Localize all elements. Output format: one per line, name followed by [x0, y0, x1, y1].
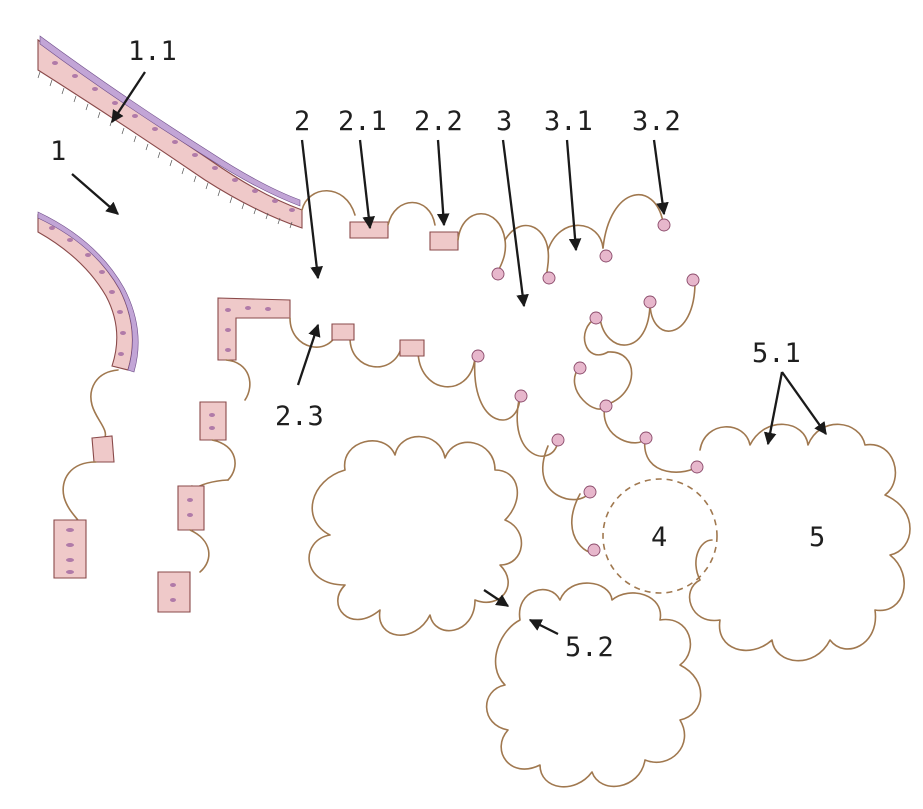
arrow-2-1	[360, 140, 370, 228]
arrow-3	[503, 140, 524, 306]
label-1: 1	[50, 136, 66, 167]
arrow-5-2b	[530, 620, 558, 634]
alveolar-sac-lower	[487, 583, 701, 787]
label-2-1: 2.1	[338, 106, 387, 137]
arrow-2-2	[438, 140, 444, 225]
label-1-1: 1.1	[128, 36, 177, 67]
arrow-2-3	[298, 325, 318, 385]
label-3: 3	[496, 106, 512, 137]
alveolar-duct-lower-outline	[290, 318, 600, 556]
label-2-3: 2.3	[275, 401, 324, 432]
alveolar-duct-upper-outline	[302, 191, 670, 284]
alveolar-duct-branch-outline	[574, 274, 703, 473]
arrow-5-1a	[768, 372, 782, 444]
label-5-1: 5.1	[752, 338, 801, 369]
label-5-2: 5.2	[565, 632, 614, 663]
label-3-2: 3.2	[632, 106, 681, 137]
arrow-2	[302, 140, 318, 278]
arrow-3-1	[567, 140, 576, 250]
arrow-1	[72, 174, 118, 214]
label-2: 2	[294, 106, 310, 137]
inner-duct-left-wall	[158, 298, 290, 612]
alveolar-sac-5	[690, 424, 910, 660]
label-2-2: 2.2	[414, 106, 463, 137]
label-3-1: 3.1	[544, 106, 593, 137]
label-4: 4	[651, 522, 667, 553]
alveolar-sac-left	[309, 437, 521, 636]
bronchiole-lower-wall	[38, 212, 138, 578]
label-5: 5	[809, 522, 825, 553]
